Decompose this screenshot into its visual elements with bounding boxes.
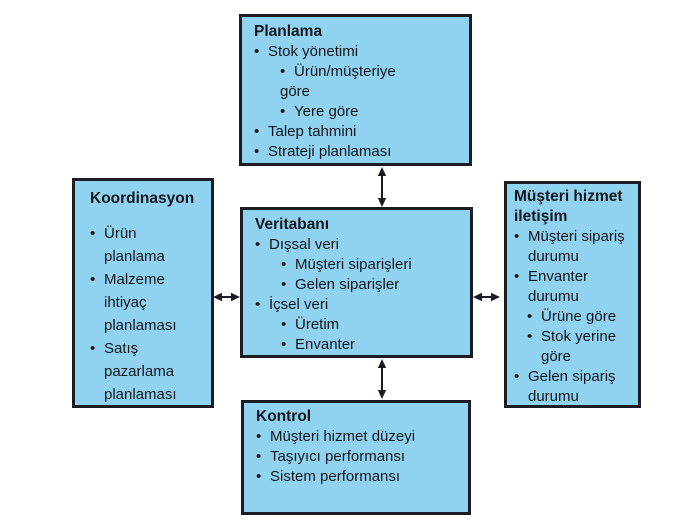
list-line: •Müşteri sipariş [514, 228, 625, 245]
bullet-icon: • [256, 448, 262, 465]
list-line: •Envanter [281, 336, 356, 353]
koordinasyon-title: Koordinasyon [90, 190, 195, 207]
list-line: •Ürün [75, 222, 211, 245]
planlama-title: Planlama [254, 23, 323, 40]
list-line: •Gelen siparişler [281, 276, 400, 293]
list-line: •Müşteri siparişleri [281, 256, 412, 273]
list-line: •İçsel veri [255, 296, 329, 313]
kontrol-list: •Müşteri hizmet düzeyi •Taşıyıcı performa… [244, 427, 468, 487]
list-line: planlama [104, 248, 165, 265]
list-line: pazarlama [104, 363, 175, 380]
list-line: planlaması [104, 317, 177, 334]
list-line: planlaması [104, 386, 177, 403]
list-line: durumu [528, 248, 579, 265]
list-line: •Strateji planlaması [254, 143, 392, 160]
bullet-icon: • [280, 103, 286, 120]
musteri-hizmet-iletisim-title: Müşteri hizmet iletişim [514, 188, 623, 225]
bullet-icon: • [527, 328, 533, 345]
veritabani-list: •Dışsal veri •Müşteri siparişleri •Gelen s… [243, 235, 470, 355]
list-line: ihtiyaç [104, 294, 147, 311]
bullet-icon: • [256, 468, 262, 485]
bullet-icon: • [90, 225, 96, 242]
bullet-icon: • [254, 143, 260, 160]
kontrol-box: Kontrol •Müşteri hizmet düzeyi •Taşıyıcı … [241, 400, 471, 515]
bullet-icon: • [254, 123, 260, 140]
list-line: •Talep tahmini [254, 123, 357, 140]
list-line: göre [541, 348, 572, 365]
bullet-icon: • [527, 308, 533, 325]
double-arrow-icon-planlama-veritabani [377, 167, 387, 207]
bullet-icon: • [281, 336, 287, 353]
bullet-icon: • [281, 276, 287, 293]
list-line: •Taşıyıcı performansı [256, 448, 406, 465]
list-line: •Malzeme [75, 268, 211, 291]
list-line: •Dışsal veri [255, 236, 340, 253]
musteri-hizmet-iletisim-box: Müşteri hizmet iletişim •Müşteri sipariş… [504, 181, 641, 408]
list-line: •Sistem performansı [256, 468, 401, 485]
list-line: durumu [528, 388, 579, 405]
list-line: •Envanter [514, 268, 589, 285]
list-line: •Yere göre [280, 103, 359, 120]
double-arrow-icon-veritabani-kontrol [377, 359, 387, 399]
bullet-icon: • [514, 368, 520, 385]
bullet-icon: • [255, 296, 261, 313]
kontrol-title: Kontrol [256, 408, 312, 425]
planlama-box: Planlama •Stok yönetimi •Ürün/müşteriye gö… [239, 14, 472, 166]
bullet-icon: • [514, 228, 520, 245]
bullet-icon: • [281, 256, 287, 273]
list-line: •Ürün/müşteriye [280, 63, 396, 80]
koordinasyon-list: •Ürün planlama •Malzeme ihtiyaç planlaması •S… [75, 222, 211, 406]
list-line: •Stok yerine [527, 328, 617, 345]
veritabani-box: Veritabanı •Dışsal veri •Müşteri siparişl… [240, 207, 473, 358]
list-line: durumu [528, 288, 579, 305]
bullet-icon: • [256, 428, 262, 445]
bullet-icon: • [254, 43, 260, 60]
list-line: •Üretim [281, 316, 340, 333]
veritabani-title: Veritabanı [255, 216, 330, 233]
bullet-icon: • [280, 63, 286, 80]
koordinasyon-box: Koordinasyon •Ürün planlama •Malzeme ihtiya… [72, 178, 214, 408]
bullet-icon: • [255, 236, 261, 253]
list-line: •Ürüne göre [527, 308, 617, 325]
bullet-icon: • [90, 271, 96, 288]
musteri-hizmet-iletisim-list: •Müşteri sipariş durumu •Envanter durumu •Ür… [507, 227, 638, 407]
list-line: •Stok yönetimi [254, 43, 359, 60]
list-line: •Gelen sipariş [514, 368, 616, 385]
double-arrow-icon-koordinasyon-veritabani [213, 292, 240, 302]
list-line: •Satış [75, 337, 211, 360]
list-line: göre [280, 83, 311, 100]
planlama-list: •Stok yönetimi •Ürün/müşteriye göre •Yere g… [242, 42, 469, 162]
double-arrow-icon-veritabani-musteri [473, 292, 500, 302]
bullet-icon: • [90, 340, 96, 357]
bullet-icon: • [281, 316, 287, 333]
bullet-icon: • [514, 268, 520, 285]
list-line: •Müşteri hizmet düzeyi [256, 428, 416, 445]
